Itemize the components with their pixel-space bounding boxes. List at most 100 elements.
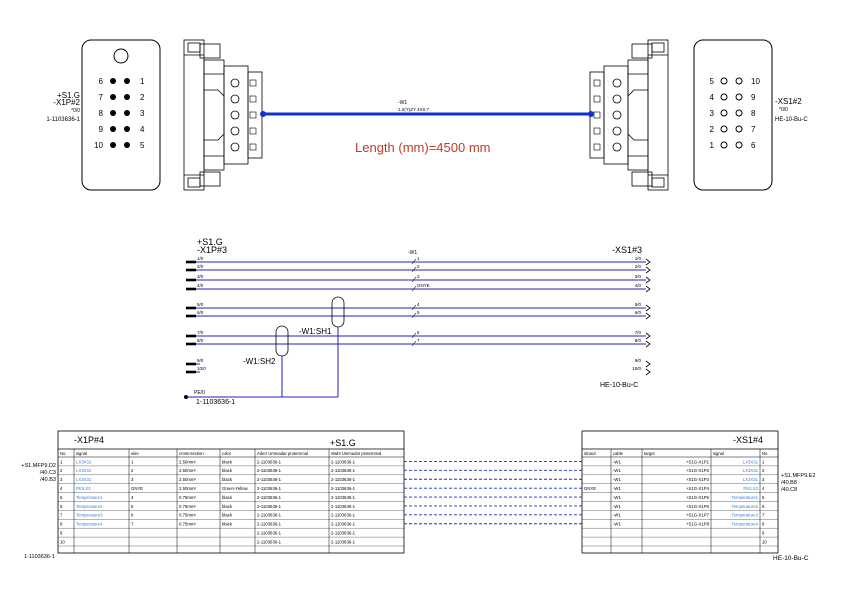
left-table-cell: Temperature2 xyxy=(76,504,103,509)
left-card-pin-label: 7 xyxy=(99,93,104,102)
pin-hole xyxy=(735,93,743,101)
pin-dot xyxy=(124,126,130,132)
left-table-cell: 2-1103636-1 xyxy=(331,477,356,482)
right-table-cell: PE/LX3 xyxy=(743,486,758,491)
plug-slot xyxy=(249,79,257,87)
left-table-cell: 2-1103636-1 xyxy=(331,504,356,509)
left-table-header: Waht Ummadar proternmal xyxy=(331,451,381,456)
right-table-cell: 8 xyxy=(762,522,765,527)
right-pin-label: 5/0 xyxy=(635,302,642,307)
right-card-label-1: *0/0 xyxy=(779,107,788,113)
right-table-header: cable xyxy=(613,451,624,456)
left-card-pin-label: 2 xyxy=(140,93,145,102)
right-card-label-2: HE-10-Bu-C xyxy=(775,117,808,123)
right-plug-housing xyxy=(589,39,669,191)
left-table-cell: 2-1103636-1 xyxy=(331,513,356,518)
pe-label: PE/0 xyxy=(194,390,205,396)
pin-hole xyxy=(735,77,743,85)
wire-mark xyxy=(411,304,417,311)
left-pin-label: 3/0 xyxy=(197,274,204,279)
left-table-cell: 6 xyxy=(60,504,63,509)
middle-right-label-0: -XS1#3 xyxy=(612,245,642,255)
wire-label: 7 xyxy=(417,338,420,343)
pin-hole xyxy=(735,125,743,133)
left-table-cell: 2-1103636-1 xyxy=(257,486,282,491)
right-table-cell: 2 xyxy=(762,468,765,473)
plug-slot xyxy=(249,143,257,151)
left-table-cell: 2.50mm² xyxy=(179,468,197,473)
left-card-pin-label: 8 xyxy=(99,109,104,118)
pin-dot xyxy=(110,110,116,116)
right-table-cell: 5 xyxy=(762,495,765,500)
right-card-pin-label: 1 xyxy=(710,141,715,150)
left-card-label-0: +S1.G xyxy=(57,91,80,100)
right-card-pin-label: 7 xyxy=(751,125,756,134)
left-card-pin-label: 9 xyxy=(99,125,104,134)
right-table-cell: 9 xyxy=(762,531,765,536)
right-table-cell: +S1G-X1P8 xyxy=(686,522,710,527)
length-label: Length (mm)=4500 mm xyxy=(355,140,490,155)
left-table-header: Aderr Ummadar proternmal xyxy=(257,451,308,456)
left-table-cell: 6 xyxy=(131,513,134,518)
plug-slot xyxy=(249,111,257,119)
right-table-cell: +S1G-X1P1 xyxy=(686,459,710,464)
left-table-cell: 2-1103636-1 xyxy=(331,486,356,491)
left-pin-label: 8/0 xyxy=(197,338,204,343)
middle-left-label-1: -X1P#3 xyxy=(197,245,227,255)
left-table-cell: black xyxy=(222,468,233,473)
left-terminal xyxy=(186,268,196,272)
left-table-cell: 5 xyxy=(131,504,134,509)
left-table-cell: 2-1103636-1 xyxy=(257,495,282,500)
left-table-cell: 10 xyxy=(60,539,65,544)
right-terminal xyxy=(645,285,651,293)
right-card-pin-label: 8 xyxy=(751,109,756,118)
plug-pin xyxy=(612,94,622,104)
wire-label: 2 xyxy=(417,264,420,269)
left-table-cell: black xyxy=(222,495,233,500)
right-pin-label: 9/0 xyxy=(635,358,642,363)
left-table-cell: LX3X31 xyxy=(76,477,92,482)
right-terminal xyxy=(645,368,651,376)
middle-left-label-0: +S1.G xyxy=(197,237,223,247)
right-table-cell: +S1G-X1P4 xyxy=(686,486,710,491)
left-table-cell: 1 xyxy=(60,459,63,464)
shield-1-label: -W1:SH1 xyxy=(299,327,332,336)
right-table-cell: Temperature2 xyxy=(731,504,758,509)
left-table-cell: 9 xyxy=(60,531,63,536)
left-pin-label: 2/0 xyxy=(197,264,204,269)
left-terminal xyxy=(186,362,196,366)
left-ext-label-1: /40.C3 xyxy=(40,470,56,476)
plug-pin xyxy=(612,142,622,152)
plug-slot xyxy=(593,111,601,119)
left-plug-housing xyxy=(183,39,263,191)
left-table-cell: 2-1103636-1 xyxy=(331,495,356,500)
plug-slot xyxy=(593,95,601,103)
left-table-cell: 0.75mm² xyxy=(179,522,197,527)
pin-dot xyxy=(110,94,116,100)
left-terminal xyxy=(186,342,196,346)
right-ext-label-1: /40.B8 xyxy=(781,480,797,486)
right-table-cell: Temperature3 xyxy=(731,513,758,518)
pe-terminal xyxy=(184,395,188,399)
left-table-cell: 2 xyxy=(60,468,63,473)
left-pin-label: 9/0 xyxy=(197,358,204,363)
wire-label: GNYE xyxy=(417,283,430,288)
right-card-pin-label: 4 xyxy=(710,93,715,102)
right-table-cell: 3 xyxy=(762,477,765,482)
bottom-section: -X1P#4 +S1.G +S1.MFP9.D2 /40.C3 /40.B3 1… xyxy=(21,430,815,562)
left-table-cell: 2.50mm² xyxy=(179,486,197,491)
right-card-pin-label: 9 xyxy=(751,93,756,102)
pin-hole xyxy=(720,141,728,149)
left-table-cell: 0.75mm² xyxy=(179,495,197,500)
right-card-pin-label: 2 xyxy=(710,125,715,134)
pin-dot xyxy=(110,142,116,148)
plug-slot xyxy=(593,143,601,151)
right-table xyxy=(581,430,779,554)
left-table-center-title: +S1.G xyxy=(330,438,356,448)
left-table-cell: 4 xyxy=(131,495,134,500)
wire-label: 3 xyxy=(417,274,420,279)
right-terminal xyxy=(645,276,651,284)
left-table-cell: 2-1103636-1 xyxy=(257,531,282,536)
left-table-header: No. xyxy=(60,451,67,456)
pin-hole xyxy=(720,93,728,101)
